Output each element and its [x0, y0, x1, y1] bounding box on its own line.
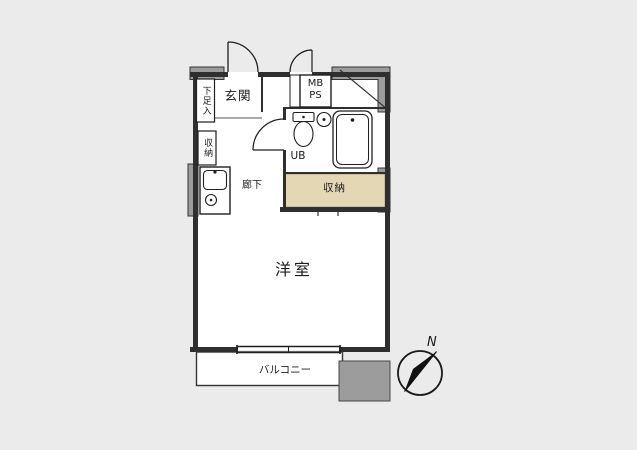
pipe-shaft-box [289, 74, 301, 108]
washbasin-icon [316, 111, 332, 128]
corridor-label: 廊下 [242, 180, 262, 191]
bath-door-arc [252, 118, 285, 151]
interior-walls [261, 72, 387, 174]
mb-ps-box [299, 74, 332, 108]
kitchen-icon [199, 166, 231, 215]
unit-bath-label: UB [290, 150, 306, 162]
balcony-label: バルコニー [258, 364, 312, 376]
shoe-storage-box [195, 78, 216, 123]
compass-north-label: N [427, 335, 437, 350]
outer-walls [190, 72, 390, 352]
meter-door-arc [289, 49, 313, 73]
pipe-space-label: PS [309, 90, 322, 101]
meter-box-label: MB [307, 78, 324, 89]
bathtub-icon [332, 110, 373, 169]
window [236, 345, 341, 354]
closet-right-label: 収納 [323, 182, 346, 194]
balcony-area [195, 351, 344, 387]
western-room-label: 洋室 [274, 260, 313, 279]
closet-left-label: 収納 [202, 138, 213, 158]
shoe-storage-label: 下足入 [200, 85, 211, 116]
genkan-label: 玄関 [224, 88, 252, 103]
compass [397, 350, 443, 396]
closet-left-box [197, 130, 217, 166]
neighbor-block [338, 360, 391, 402]
wall-pillar-top-right [331, 66, 391, 113]
entrance-door-arc [227, 41, 259, 73]
toilet-icon [292, 111, 315, 148]
